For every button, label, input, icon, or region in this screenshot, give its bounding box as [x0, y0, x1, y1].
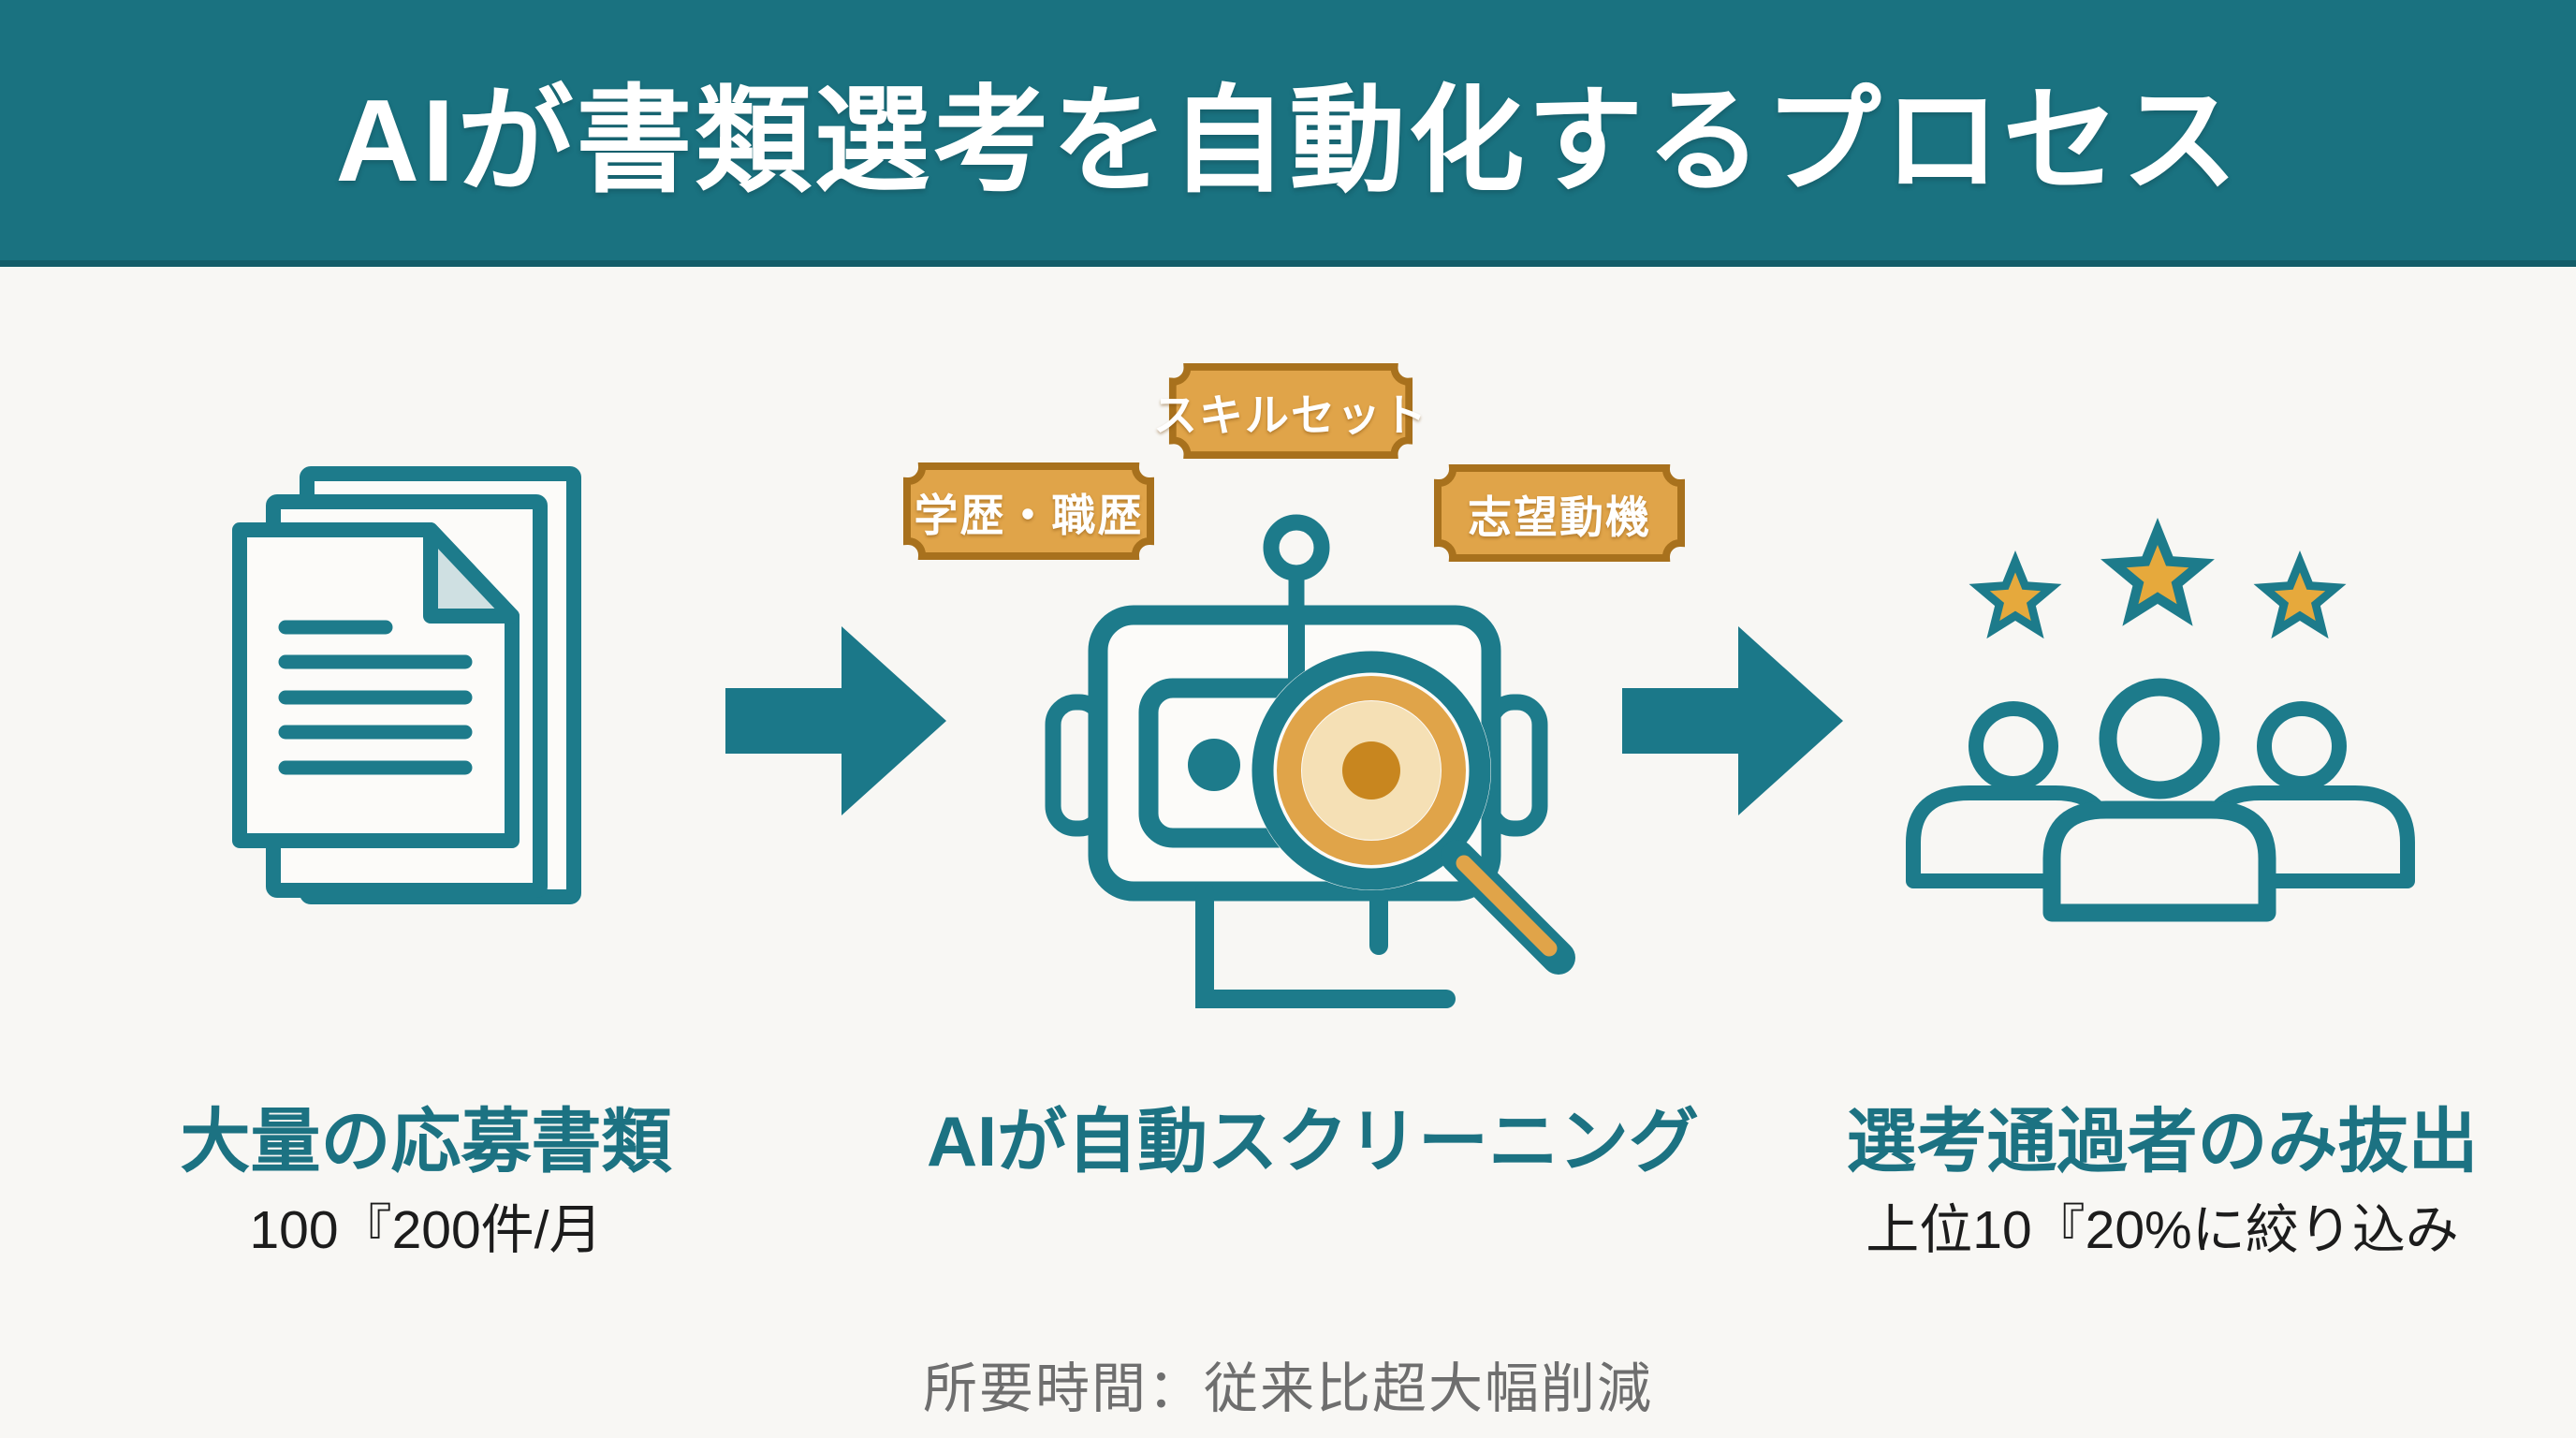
people-stars-icon [1906, 518, 2415, 922]
step1-subtitle: 100『200件/月 [249, 1200, 603, 1260]
badge-label: 志望動機 [1468, 492, 1651, 542]
step1-caption: 大量の応募書類 [180, 1102, 672, 1181]
robot-magnifier-icon [1045, 514, 1575, 1008]
badge-motivation: 志望動機 [1432, 462, 1687, 564]
step2-caption: AIが自動スクリーニング [927, 1102, 1700, 1181]
step3-caption: 選考通過者のみ抜出 [1846, 1102, 2479, 1181]
page-title: AIが書類選考を自動化するプロセス [335, 77, 2241, 206]
badge-skillset: スキルセット [1153, 361, 1427, 461]
badge-education-history: 学歴・職歴 [901, 461, 1156, 562]
arrow-right-icon [1622, 626, 1843, 815]
arrow-right-icon [725, 626, 946, 815]
step3-subtitle: 上位10『20%に絞り込み [1866, 1200, 2459, 1260]
badge-label: スキルセット [1153, 389, 1428, 440]
badge-label: 学歴・職歴 [914, 490, 1144, 540]
header-banner: AIが書類選考を自動化するプロセス [0, 0, 2576, 267]
footer-note: 所要時間：従来比超大幅削減 [922, 1358, 1653, 1419]
documents-stack-icon [232, 466, 581, 904]
